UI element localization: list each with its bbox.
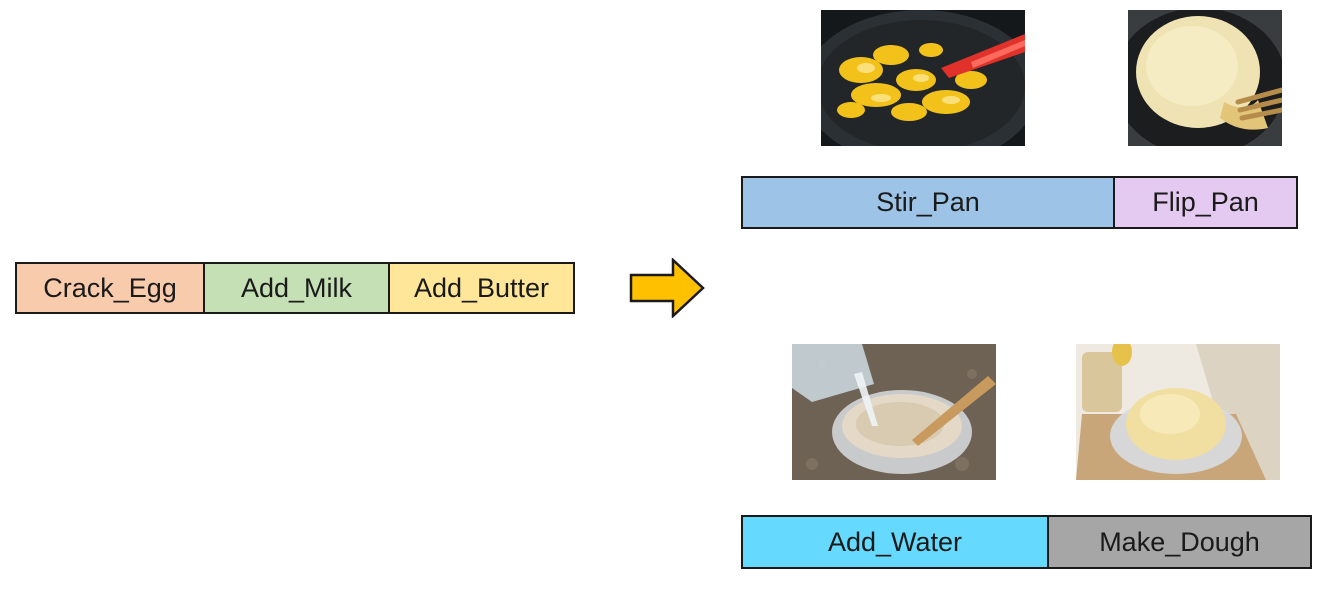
segment-make-dough: Make_Dough [1049,517,1310,567]
segment-add-milk: Add_Milk [205,264,390,312]
scrambled-eggs-photo [821,10,1025,146]
segment-add-water: Add_Water [743,517,1049,567]
output-bottom-sequence-bar: Add_Water Make_Dough [741,515,1312,569]
right-arrow-icon [629,258,705,318]
segment-flip-pan: Flip_Pan [1115,178,1296,227]
arrow-shape [629,258,705,318]
input-sequence-bar: Crack_Egg Add_Milk Add_Butter [15,262,575,314]
segment-crack-egg: Crack_Egg [17,264,205,312]
add-water-photo [792,344,996,480]
output-top-sequence-bar: Stir_Pan Flip_Pan [741,176,1298,229]
segment-add-butter: Add_Butter [390,264,573,312]
segment-stir-pan: Stir_Pan [743,178,1115,227]
pancake-flip-photo [1128,10,1282,146]
dough-ball-photo [1076,344,1280,480]
